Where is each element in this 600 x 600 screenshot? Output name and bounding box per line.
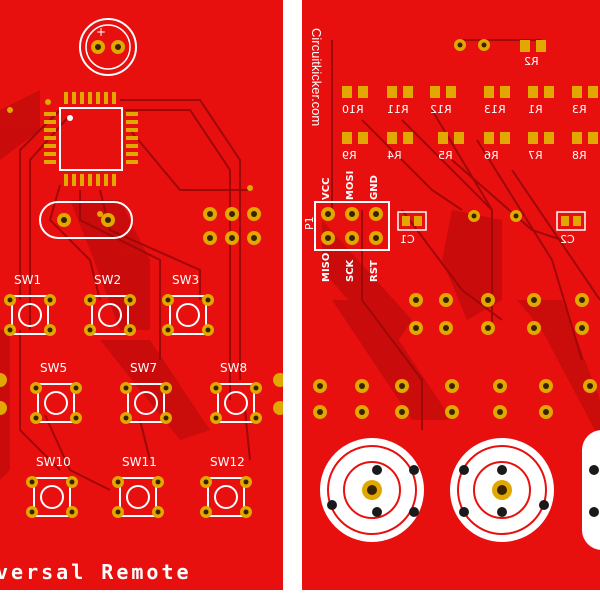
- resistor-label: R4: [387, 149, 402, 162]
- resistor-label: R5: [438, 149, 453, 162]
- drill-hole: [399, 383, 405, 389]
- pin-label-bottom: SCK: [345, 259, 356, 282]
- drill-hole: [359, 383, 365, 389]
- drill-hole: [317, 383, 323, 389]
- switch-label: SW1: [14, 273, 42, 287]
- drill-hole: [543, 383, 549, 389]
- resistor-label: R3: [572, 103, 587, 116]
- pin-label-top: VCC: [321, 177, 332, 200]
- resistor-label: R6: [484, 149, 499, 162]
- drill-hole: [443, 297, 449, 303]
- tactile-switch: [200, 476, 252, 518]
- switch-label: SW11: [122, 455, 157, 469]
- tactile-switch: [210, 382, 262, 424]
- resistor-label-r2: R2: [524, 55, 539, 68]
- switch-label: SW10: [36, 455, 71, 469]
- drill-hole: [579, 325, 585, 331]
- pin-label-bottom: MISO: [321, 252, 332, 282]
- drill-hole: [449, 383, 455, 389]
- drill-hole: [587, 383, 593, 389]
- tactile-switch: [120, 382, 172, 424]
- tactile-switch: [30, 382, 82, 424]
- pin-label-top: GND: [369, 175, 380, 200]
- resistor-label: R7: [528, 149, 543, 162]
- pin-label-bottom: RST: [369, 260, 380, 282]
- drill-hole: [413, 297, 419, 303]
- resistor-label: R9: [342, 149, 357, 162]
- tactile-switch: [4, 294, 56, 336]
- capacitor-label-c2: C2: [560, 233, 575, 246]
- drill-hole: [531, 297, 537, 303]
- drill-hole: [497, 409, 503, 415]
- board-title: versal Remote: [0, 560, 192, 584]
- header-label-p1: P1: [303, 216, 316, 230]
- resistor-label: R11: [387, 103, 409, 116]
- website-label: Circuitkicker.com: [309, 28, 324, 127]
- drill-hole: [413, 325, 419, 331]
- drill-hole: [485, 297, 491, 303]
- drill-hole: [485, 325, 491, 331]
- switch-label: SW12: [210, 455, 245, 469]
- tactile-switch: [84, 294, 136, 336]
- switch-label: SW7: [130, 361, 158, 375]
- switch-label: SW8: [220, 361, 248, 375]
- pin-label-top: MOSI: [345, 170, 356, 200]
- right-board-artwork: [313, 39, 600, 550]
- tactile-switch: [26, 476, 78, 518]
- drill-hole: [359, 409, 365, 415]
- switch-label: SW2: [94, 273, 122, 287]
- resistor-label: R1: [528, 103, 543, 116]
- drill-hole: [449, 409, 455, 415]
- drill-hole: [579, 297, 585, 303]
- switch-label: SW3: [172, 273, 200, 287]
- resistor-label: R12: [430, 103, 452, 116]
- drill-hole: [531, 325, 537, 331]
- resistor-label: R8: [572, 149, 587, 162]
- drill-hole: [543, 409, 549, 415]
- drill-hole: [497, 383, 503, 389]
- tactile-switch: [112, 476, 164, 518]
- resistor-label: R13: [484, 103, 506, 116]
- switch-label: SW5: [40, 361, 68, 375]
- tactile-switch: [162, 294, 214, 336]
- capacitor-label-c1: C1: [400, 233, 415, 246]
- resistor-label: R10: [342, 103, 364, 116]
- polarity-mark: +: [96, 25, 107, 39]
- drill-hole: [399, 409, 405, 415]
- drill-hole: [443, 325, 449, 331]
- drill-hole: [317, 409, 323, 415]
